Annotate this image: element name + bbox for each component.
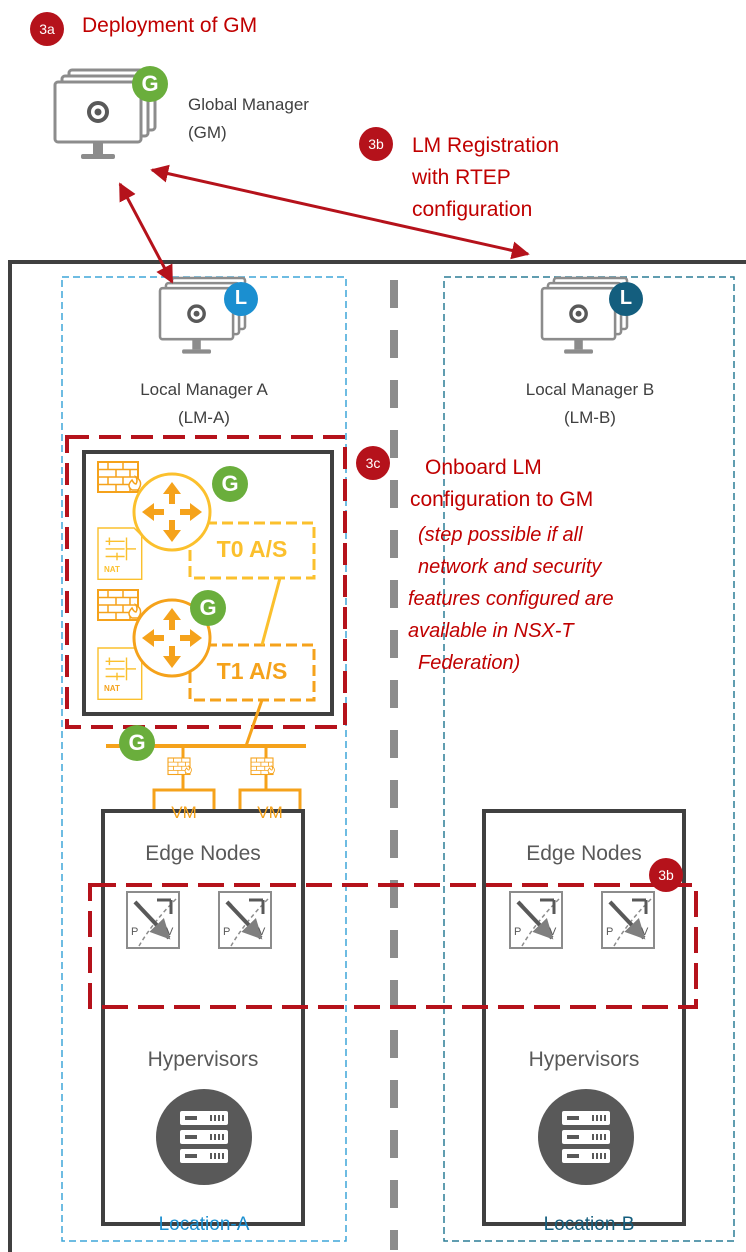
gm-label-line1: Global Manager [188, 95, 309, 114]
edge-a2-v: V [258, 926, 266, 938]
step-3c-badge: 3c [356, 446, 390, 480]
step-3b-badge: 3b [359, 127, 393, 161]
step-3b-line3: configuration [412, 198, 533, 221]
step-3c-note2: network and security [418, 556, 602, 578]
gm-badge-letter: G [141, 71, 159, 96]
t0-router-icon [132, 472, 212, 552]
edge-b2-p: P [606, 926, 614, 938]
t0-badge [212, 466, 248, 502]
t1-firewall-icon [97, 589, 142, 621]
edge-a1-p: P [131, 926, 139, 938]
lm-a-label-line1: Local Manager A [140, 380, 268, 399]
location-a-edge-title: Edge Nodes [145, 842, 261, 865]
edge-rtep-boundary [88, 883, 698, 1009]
step-3b-edge-badge: 3b [649, 858, 683, 892]
edge-a1-icon [127, 892, 179, 948]
step-3c-note3: features configured are [408, 588, 614, 610]
edge-b2-v: V [641, 926, 649, 938]
edge-a2-icon [219, 892, 271, 948]
step-3a-title: Deployment of GM [82, 14, 258, 37]
segment-badge [119, 725, 155, 761]
gm-badge [132, 66, 168, 102]
step-3b-line2: with RTEP [412, 166, 511, 189]
location-a-boundary [61, 276, 347, 1242]
lm-b-badge-letter: L [619, 287, 633, 309]
lm-b-label-line2: (LM-B) [564, 408, 616, 427]
step-3c-note5: Federation) [418, 652, 521, 674]
lm-a-label-line2: (LM-A) [178, 408, 230, 427]
lm-b-label-line1: Local Manager B [525, 380, 655, 399]
lm-a-badge [224, 282, 258, 316]
t0-firewall-icon [97, 461, 142, 493]
t0-box [188, 521, 316, 580]
gm-to-lmb-arrow [150, 164, 530, 260]
edge-a2-p: P [223, 926, 231, 938]
t1-router-icon [132, 598, 212, 678]
edge-a1-v: V [166, 926, 174, 938]
t0-label: T0 A/S [216, 536, 288, 562]
onboard-boundary [65, 435, 347, 729]
t0-badge-letter: G [221, 471, 239, 496]
edge-b1-icon [510, 892, 562, 948]
lm-b-badge [609, 282, 643, 316]
hypervisor-b-icon [538, 1089, 634, 1185]
edge-b1-p: P [514, 926, 522, 938]
gm-label-line2: (GM) [188, 123, 227, 142]
location-b-label: Location-B [543, 1214, 635, 1235]
location-b-hypervisor-title: Hypervisors [528, 1048, 640, 1071]
location-a-label: Location-A [158, 1214, 250, 1235]
step-3a-badge: 3a [30, 12, 64, 46]
gm-to-lma-arrow [118, 182, 174, 284]
t1-nat-label: NAT [104, 684, 120, 693]
t1-badge [190, 590, 226, 626]
step-3c-note1: (step possible if all [418, 524, 583, 546]
location-b-edge-title: Edge Nodes [526, 842, 642, 865]
edge-b1-v: V [549, 926, 557, 938]
step-3c-line1: Onboard LM [425, 456, 542, 479]
segment-badge-letter: G [128, 730, 146, 755]
lm-a-badge-letter: L [234, 287, 248, 309]
hypervisor-a-icon [156, 1089, 252, 1185]
vm-2-label: VM [257, 803, 283, 822]
t1-label: T1 A/S [216, 658, 288, 684]
vm-1-label: VM [171, 803, 197, 822]
edge-b2-icon [602, 892, 654, 948]
step-3c-line2: configuration to GM [410, 488, 594, 511]
step-3b-line1: LM Registration [412, 134, 560, 157]
t1-badge-letter: G [199, 595, 217, 620]
location-a-hypervisor-title: Hypervisors [147, 1048, 259, 1071]
t0-nat-label: NAT [104, 565, 120, 574]
step-3c-note4: available in NSX-T [408, 620, 574, 642]
main-frame [8, 260, 746, 1252]
